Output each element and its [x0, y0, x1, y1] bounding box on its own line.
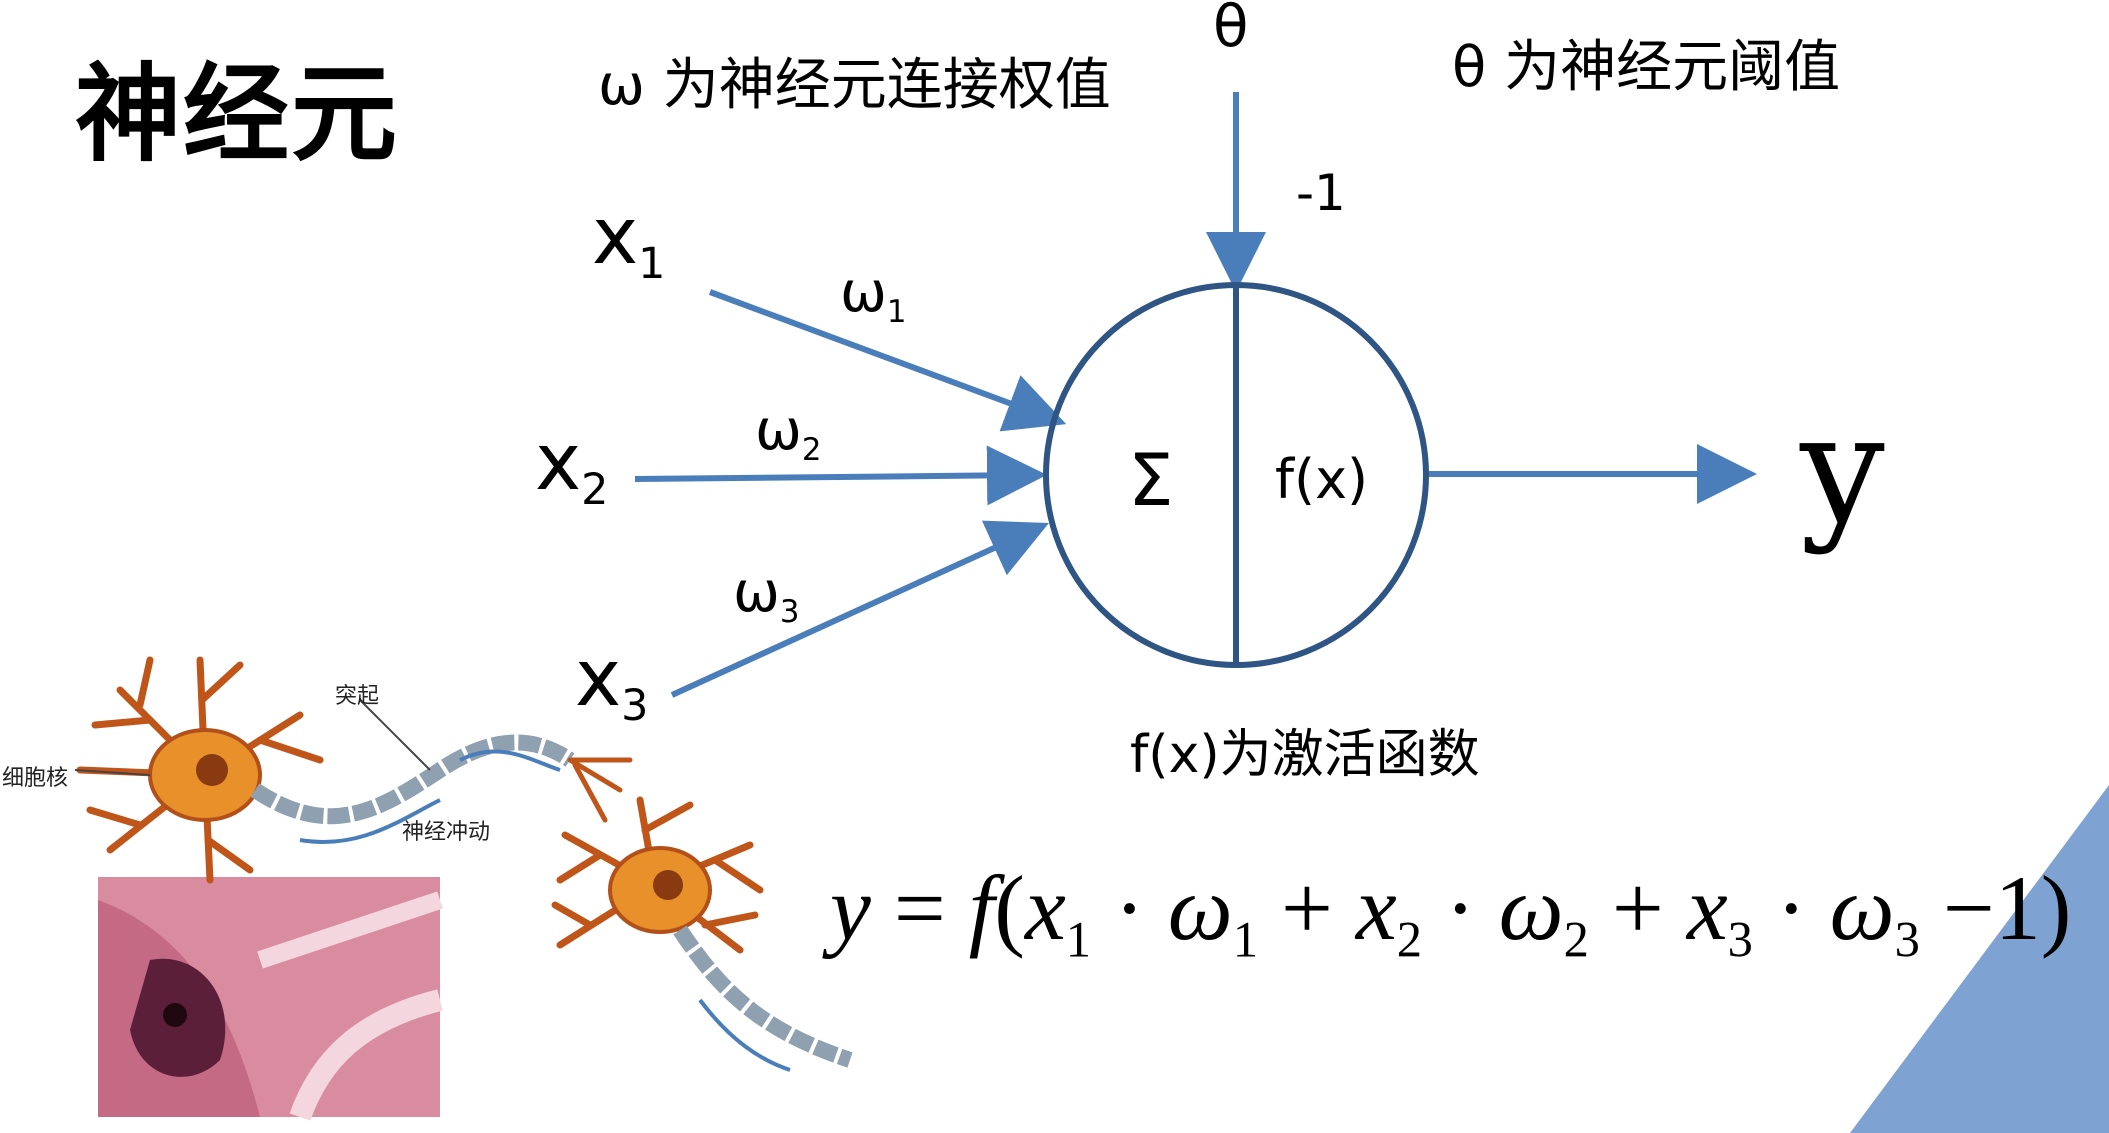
bias-input-label: -1 [1296, 164, 1346, 222]
slide-title: 神经元 [75, 53, 399, 176]
weight-w3: ω3 [733, 560, 800, 630]
activation-note: f(x)为激活函数 [1130, 725, 1480, 785]
weight-w2: ω2 [755, 398, 822, 468]
arrow-x2 [634, 445, 1047, 506]
arrow-x3 [670, 520, 1049, 698]
weight-w1: ω1 [840, 260, 907, 330]
weight-note: ω 为神经元连接权值 [598, 53, 1111, 118]
biological-neuron-illustration [74, 656, 853, 1121]
sum-symbol: Σ [1128, 438, 1174, 522]
input-x1: x1 [592, 192, 666, 289]
accent-triangle [1850, 785, 2109, 1133]
threshold-note: θ 为神经元阈值 [1452, 35, 1841, 100]
neuron-circle [1043, 282, 1429, 668]
bio-label-process: 突起 [335, 684, 380, 709]
input-x3: x3 [575, 634, 649, 731]
activation-symbol: f(x) [1275, 448, 1369, 511]
output-label: y [1800, 383, 1885, 557]
neuron-formula: y = f(x1 · ω1 + x2 · ω2 + x3 · ω3 −1) [830, 857, 2072, 968]
arrow-x1 [708, 289, 1067, 432]
input-x2: x2 [535, 418, 609, 515]
bio-label-impulse: 神经冲动 [402, 820, 491, 845]
axon [250, 734, 575, 825]
bio-label-nucleus: 细胞核 [2, 766, 69, 791]
theta-symbol: θ [1213, 0, 1249, 60]
